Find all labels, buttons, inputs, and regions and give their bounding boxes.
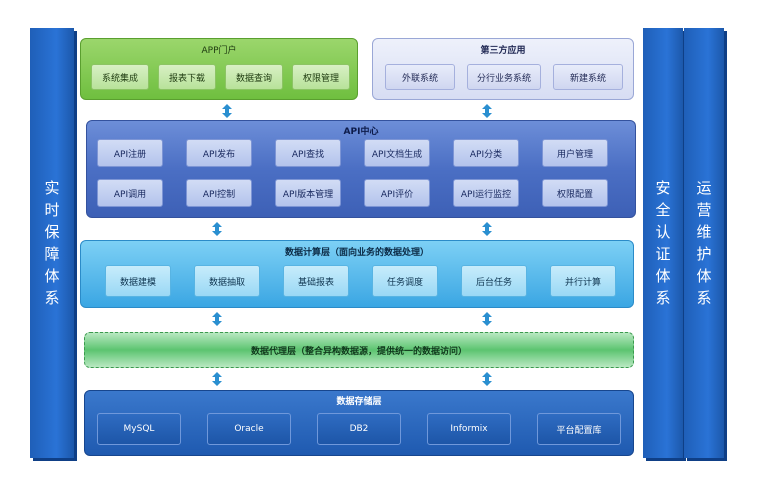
double-arrow-icon — [482, 104, 492, 118]
double-arrow-icon — [212, 222, 222, 236]
double-arrow-icon — [222, 104, 232, 118]
api-center-title: API中心 — [343, 127, 379, 137]
api-item-invoke[interactable]: API调用 — [97, 179, 163, 207]
compute-item-basic-report[interactable]: 基础报表 — [283, 265, 349, 297]
storage-item-mysql[interactable]: MySQL — [97, 413, 181, 445]
security-auth-pillar: 安全认证体系 — [643, 28, 683, 458]
realtime-guarantee-pillar: 实时保障体系 — [30, 28, 74, 458]
proxy-layer-title: 数据代理层（整合异构数据源，提供统一的数据访问） — [250, 346, 467, 357]
api-item-version-mgmt[interactable]: API版本管理 — [275, 179, 341, 207]
compute-item-modeling[interactable]: 数据建模 — [105, 265, 171, 297]
double-arrow-icon — [482, 312, 492, 326]
compute-layer-title: 数据计算层（面向业务的数据处理） — [284, 248, 429, 258]
compute-item-extraction[interactable]: 数据抽取 — [194, 265, 260, 297]
double-arrow-icon — [212, 312, 222, 326]
double-arrow-icon — [212, 372, 222, 386]
storage-item-informix[interactable]: Informix — [427, 413, 511, 445]
compute-item-background-task[interactable]: 后台任务 — [461, 265, 527, 297]
portal-item-system-integration[interactable]: 系统集成 — [91, 64, 149, 90]
api-center-layer: API中心 API注册 API发布 API查找 API文档生成 API分类 用户… — [86, 120, 636, 218]
api-item-permission-config[interactable]: 权限配置 — [542, 179, 608, 207]
compute-item-scheduling[interactable]: 任务调度 — [372, 265, 438, 297]
operations-pillar: 运营维护体系 — [684, 28, 724, 458]
compute-item-parallel[interactable]: 并行计算 — [550, 265, 616, 297]
portal-item-data-query[interactable]: 数据查询 — [225, 64, 283, 90]
storage-item-oracle[interactable]: Oracle — [207, 413, 291, 445]
third-party-title: 第三方应用 — [480, 46, 526, 56]
portal-item-permission-mgmt[interactable]: 权限管理 — [292, 64, 350, 90]
third-party-item-new[interactable]: 新建系统 — [553, 64, 623, 90]
third-party-item-external[interactable]: 外联系统 — [385, 64, 455, 90]
api-item-user-mgmt[interactable]: 用户管理 — [542, 139, 608, 167]
storage-item-platform-config[interactable]: 平台配置库 — [537, 413, 621, 445]
compute-layer: 数据计算层（面向业务的数据处理） 数据建模 数据抽取 基础报表 任务调度 后台任… — [80, 240, 634, 308]
operations-label: 运营维护体系 — [696, 179, 712, 307]
api-item-runtime-monitor[interactable]: API运行监控 — [453, 179, 519, 207]
third-party-item-branch[interactable]: 分行业务系统 — [467, 64, 541, 90]
security-auth-label: 安全认证体系 — [655, 179, 671, 307]
api-item-evaluate[interactable]: API评价 — [364, 179, 430, 207]
storage-layer-title: 数据存储层 — [336, 397, 382, 407]
api-item-search[interactable]: API查找 — [275, 139, 341, 167]
api-item-publish[interactable]: API发布 — [186, 139, 252, 167]
proxy-layer: 数据代理层（整合异构数据源，提供统一的数据访问） — [84, 332, 634, 368]
api-item-register[interactable]: API注册 — [97, 139, 163, 167]
double-arrow-icon — [482, 222, 492, 236]
api-item-doc-gen[interactable]: API文档生成 — [364, 139, 430, 167]
app-portal-layer: APP门户 系统集成 报表下载 数据查询 权限管理 — [80, 38, 358, 100]
double-arrow-icon — [482, 372, 492, 386]
portal-item-report-download[interactable]: 报表下载 — [158, 64, 216, 90]
realtime-guarantee-label: 实时保障体系 — [44, 179, 60, 307]
third-party-layer: 第三方应用 外联系统 分行业务系统 新建系统 — [372, 38, 634, 100]
storage-item-db2[interactable]: DB2 — [317, 413, 401, 445]
storage-layer: 数据存储层 MySQL Oracle DB2 Informix 平台配置库 — [84, 390, 634, 456]
app-portal-title: APP门户 — [201, 46, 237, 56]
api-item-classify[interactable]: API分类 — [453, 139, 519, 167]
api-item-control[interactable]: API控制 — [186, 179, 252, 207]
